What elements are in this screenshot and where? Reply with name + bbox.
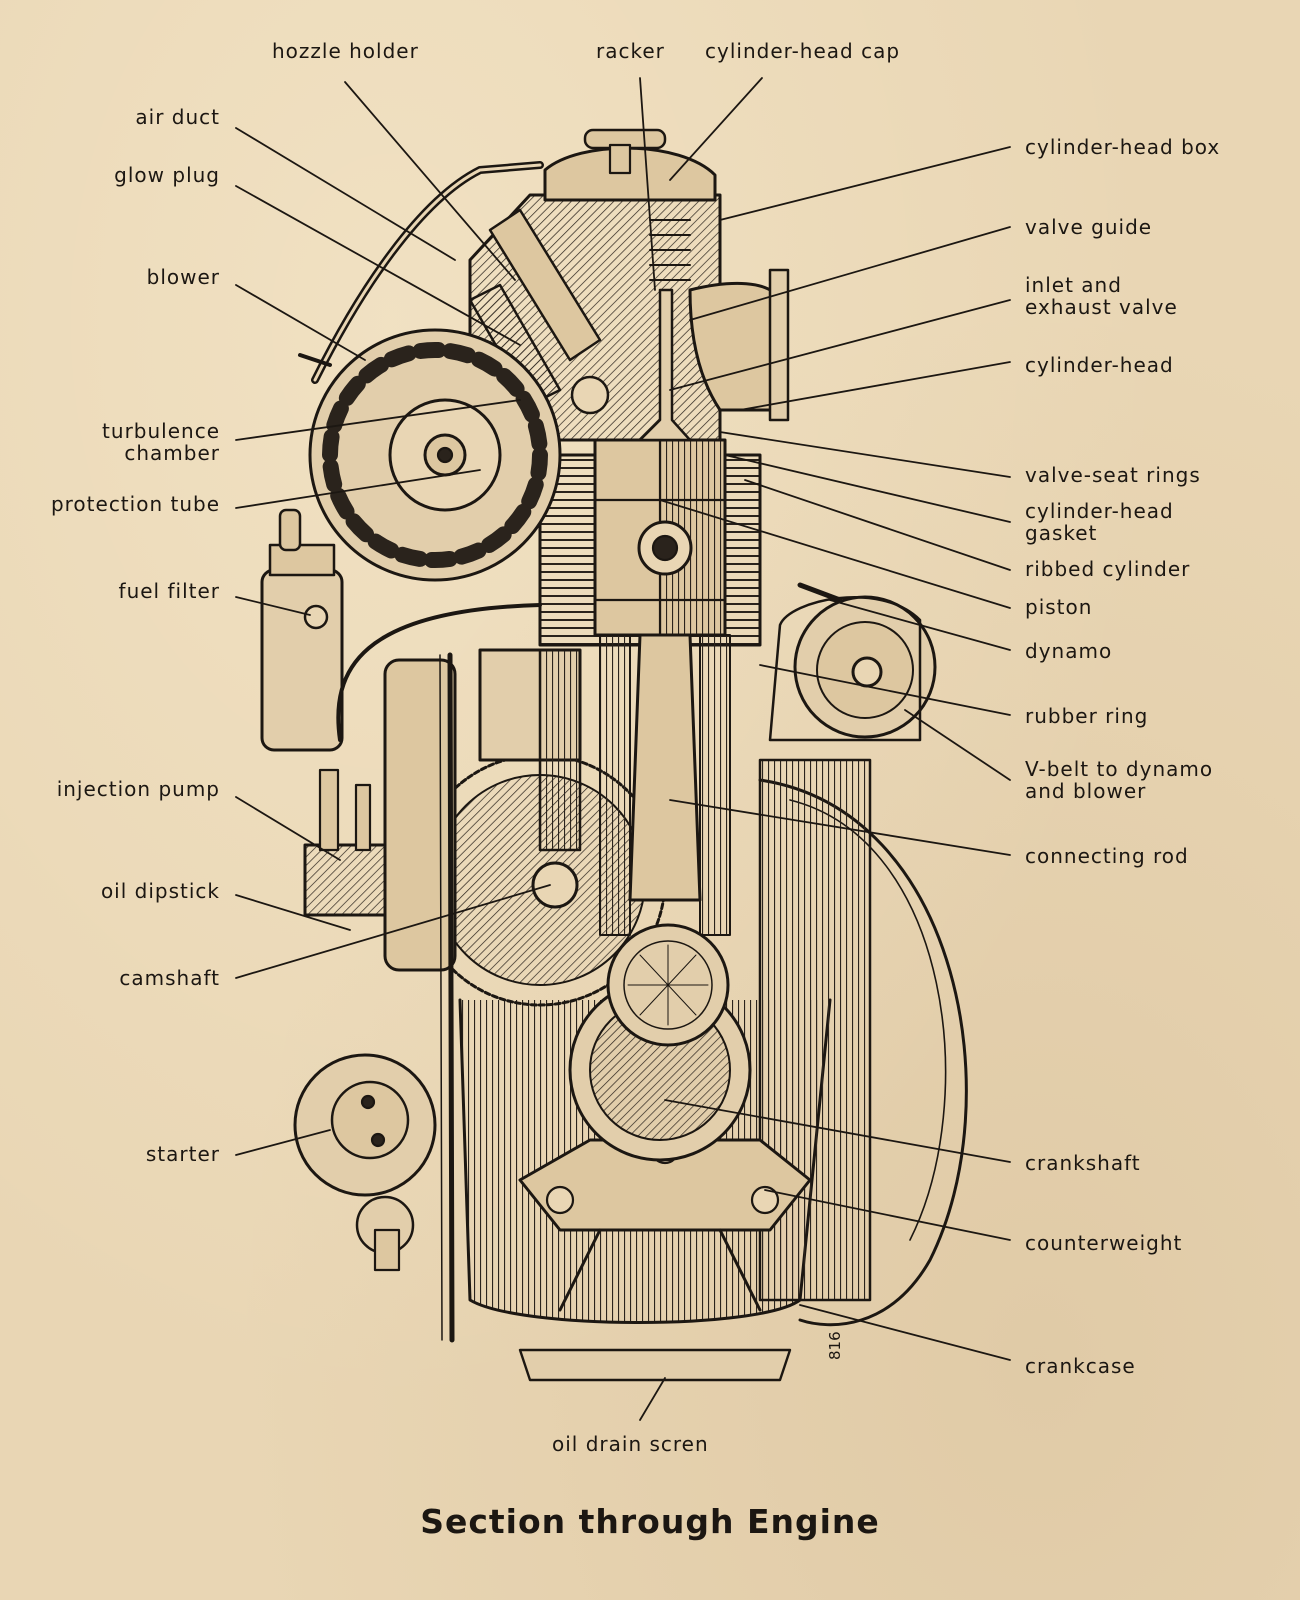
fuel-filter-shape bbox=[260, 568, 344, 752]
label-oil-dipstick: oil dipstick bbox=[100, 879, 220, 903]
label-blower: blower bbox=[146, 265, 220, 289]
label-cylinder-head: cylinder-head bbox=[1025, 353, 1174, 377]
flywheel-outline bbox=[758, 778, 968, 1327]
label-valve-seat-rings: valve-seat rings bbox=[1025, 463, 1201, 487]
label-glow-plug: glow plug bbox=[114, 163, 220, 187]
label-piston: piston bbox=[1025, 595, 1093, 619]
valve-shape bbox=[638, 288, 692, 442]
label-fuel-filter: fuel filter bbox=[118, 579, 220, 603]
figure-number: 816 bbox=[826, 1331, 844, 1360]
label-vbelt: V-belt to dynamo and blower bbox=[1025, 757, 1214, 803]
label-oil-drain-screen: oil drain scren bbox=[552, 1432, 709, 1456]
label-injection-pump: injection pump bbox=[56, 777, 220, 801]
connecting-rod-shape bbox=[628, 633, 702, 902]
injection-pump-shape bbox=[303, 843, 392, 917]
label-dynamo: dynamo bbox=[1025, 639, 1113, 663]
label-turbulence-chamber: turbulence chamber bbox=[102, 419, 220, 465]
label-connecting-rod: connecting rod bbox=[1025, 844, 1189, 868]
label-ribbed-cylinder: ribbed cylinder bbox=[1025, 557, 1191, 581]
label-hozzle-holder: hozzle holder bbox=[272, 39, 419, 63]
nozzle-holder-shape bbox=[488, 208, 602, 362]
label-counterweight: counterweight bbox=[1025, 1231, 1183, 1255]
leader-lines bbox=[235, 77, 1011, 1421]
label-crankshaft: crankshaft bbox=[1025, 1151, 1141, 1175]
label-cylinder-head-gasket: cylinder-head gasket bbox=[1025, 499, 1174, 545]
label-rubber-ring: rubber ring bbox=[1025, 704, 1149, 728]
label-racker: racker bbox=[596, 39, 665, 63]
label-air-duct: air duct bbox=[135, 105, 220, 129]
label-crankcase: crankcase bbox=[1025, 1354, 1136, 1378]
label-cylinder-head-cap: cylinder-head cap bbox=[705, 39, 901, 63]
label-protection-tube: protection tube bbox=[50, 492, 220, 516]
label-inlet-exhaust-valve: inlet and exhaust valve bbox=[1025, 273, 1178, 319]
figure-title: Section through Engine bbox=[420, 1502, 880, 1541]
counterweight-shape bbox=[518, 1138, 812, 1232]
label-cylinder-head-box: cylinder-head box bbox=[1025, 135, 1221, 159]
label-starter: starter bbox=[145, 1142, 220, 1166]
label-camshaft: camshaft bbox=[119, 966, 220, 990]
label-valve-guide: valve guide bbox=[1025, 215, 1153, 239]
